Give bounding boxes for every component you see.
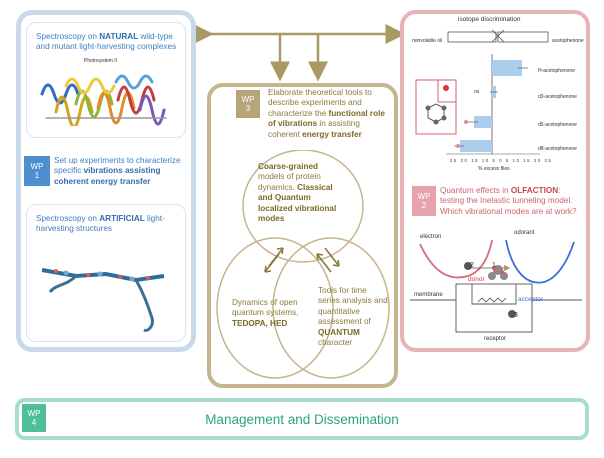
bar-label-d3: d3-acetophenone <box>538 94 577 100</box>
wp4-title: Management and Dissemination <box>205 412 399 427</box>
axis-ticks: 25 20 15 10 5 0 5 10 15 20 25 <box>450 158 553 163</box>
nonvolatile-label: nonvolatile oil <box>412 38 443 44</box>
wp1-natural-text: Spectroscopy on NATURAL wild-type and mu… <box>36 32 177 52</box>
isotope-title: isotope discrimination <box>458 16 521 23</box>
venn-circles <box>216 150 390 379</box>
circle-left-text: Dynamics of open quantum systems, TEDOPA… <box>232 298 299 328</box>
photosystem-label: Photosystem II <box>84 58 118 64</box>
wp1-artificial-text: Spectroscopy on ARTIFICIAL light-harvest… <box>36 214 165 234</box>
donor-label: donor <box>468 276 485 283</box>
circle-top-text: Coarse-grained models of protein dynamic… <box>258 162 337 224</box>
wp3-intro-text: Elaborate theoretical tools to describe … <box>268 88 385 139</box>
membrane-label: membrane <box>414 292 443 298</box>
xaxis-label: % excess flies <box>478 166 510 172</box>
wp3-panel <box>207 83 398 388</box>
wp4-panel <box>15 398 589 440</box>
artificial-structure-image <box>41 268 165 332</box>
odorant-label: odorant <box>514 230 535 236</box>
wp4-badge: WP 4 <box>22 404 46 432</box>
bar-label-d8: d8-acetophenone <box>538 146 577 152</box>
label-3: 3 <box>514 312 518 319</box>
protein-image <box>40 74 167 126</box>
bar-label-h: H-acetophenone <box>538 68 575 74</box>
wp2-badge: WP 2 <box>412 186 436 216</box>
tunneling-diagram <box>410 239 582 333</box>
acceptor-label: acceptor <box>518 296 543 303</box>
label-2: 2 <box>470 262 474 269</box>
wp1-setup-text: Set up experiments to characterize speci… <box>54 156 181 186</box>
wp1-badge: WP 1 <box>24 156 50 186</box>
isotope-chart <box>415 29 549 155</box>
acetophenone-label: acetophenone <box>552 38 584 44</box>
wp2-title-text: Quantum effects in OLFACTION: testing th… <box>440 186 577 216</box>
ns-label: ns <box>474 89 480 95</box>
receptor-label: receptor <box>484 336 507 342</box>
electron-label: electron <box>420 234 442 240</box>
label-1: 1 <box>492 262 496 269</box>
wp3-badge: WP 3 <box>236 90 260 118</box>
circle-right-text: Tools for time series analysis and quant… <box>318 286 388 348</box>
bar-label-d5: d5-acetophenone <box>538 122 577 128</box>
